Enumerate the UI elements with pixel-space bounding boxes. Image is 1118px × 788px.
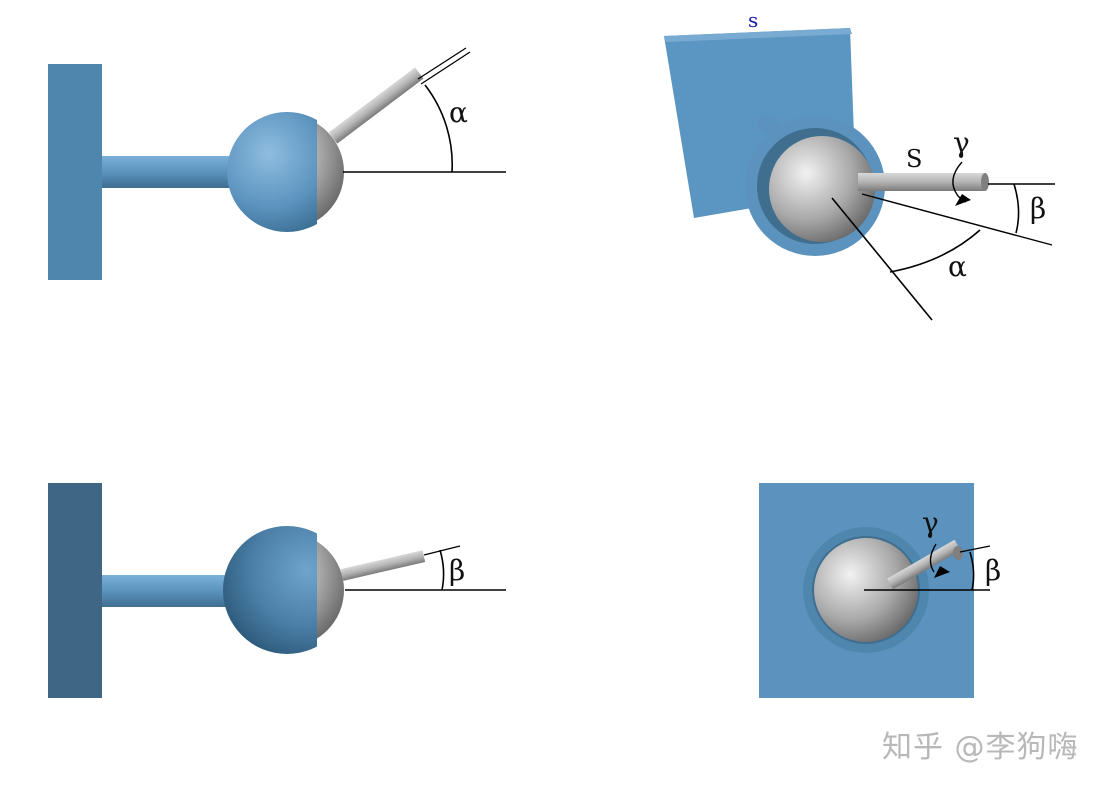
s-upper-label: S xyxy=(906,145,922,173)
socket-nub xyxy=(757,113,779,135)
pin-tip xyxy=(953,546,963,560)
beta-arc xyxy=(1013,183,1020,234)
mount-plate-edge xyxy=(664,28,852,42)
side-view-beta: β xyxy=(48,483,506,698)
side-view-alpha: α xyxy=(48,47,506,280)
perspective-view: s S γ β α xyxy=(664,8,1055,321)
s-lower-label: s xyxy=(748,8,758,32)
pin-rod xyxy=(328,67,424,144)
pin-axis-line xyxy=(423,545,461,556)
watermark: 知乎 @李狗嗨 xyxy=(882,730,1079,765)
front-view: γ β xyxy=(759,483,1001,698)
gamma-label: γ xyxy=(922,506,939,539)
beta-arc xyxy=(439,549,445,591)
pin-axis-line-2 xyxy=(420,51,471,85)
pin-axis-line xyxy=(417,47,467,80)
ref-line-alpha xyxy=(831,197,933,321)
steel-ball xyxy=(769,136,875,242)
alpha-label: α xyxy=(449,96,468,129)
pin-rod xyxy=(887,539,961,590)
alpha-arc xyxy=(889,229,981,273)
wall-plate xyxy=(48,483,102,698)
beta-label: β xyxy=(1030,192,1046,225)
neck-rod xyxy=(102,575,234,607)
beta-label: β xyxy=(985,554,1001,587)
blue-socket xyxy=(227,112,317,232)
neck-rod xyxy=(102,156,234,188)
ref-line-beta xyxy=(959,545,991,553)
beta-label: β xyxy=(449,554,465,587)
steel-ball xyxy=(317,123,344,221)
wall-plate xyxy=(48,64,102,280)
alpha-arc xyxy=(424,84,453,173)
pin-tip xyxy=(981,173,989,191)
gamma-arrow-head xyxy=(934,566,950,578)
gamma-arc xyxy=(929,543,937,573)
pin-rod xyxy=(858,173,984,191)
ref-line-beta xyxy=(861,193,1053,246)
blue-socket xyxy=(223,526,317,654)
gamma-arrow-head xyxy=(955,194,971,206)
pin-rod xyxy=(340,550,426,581)
gamma-label: γ xyxy=(953,126,970,159)
steel-ball xyxy=(317,541,344,639)
alpha-label: α xyxy=(948,250,967,283)
beta-arc xyxy=(969,551,975,591)
